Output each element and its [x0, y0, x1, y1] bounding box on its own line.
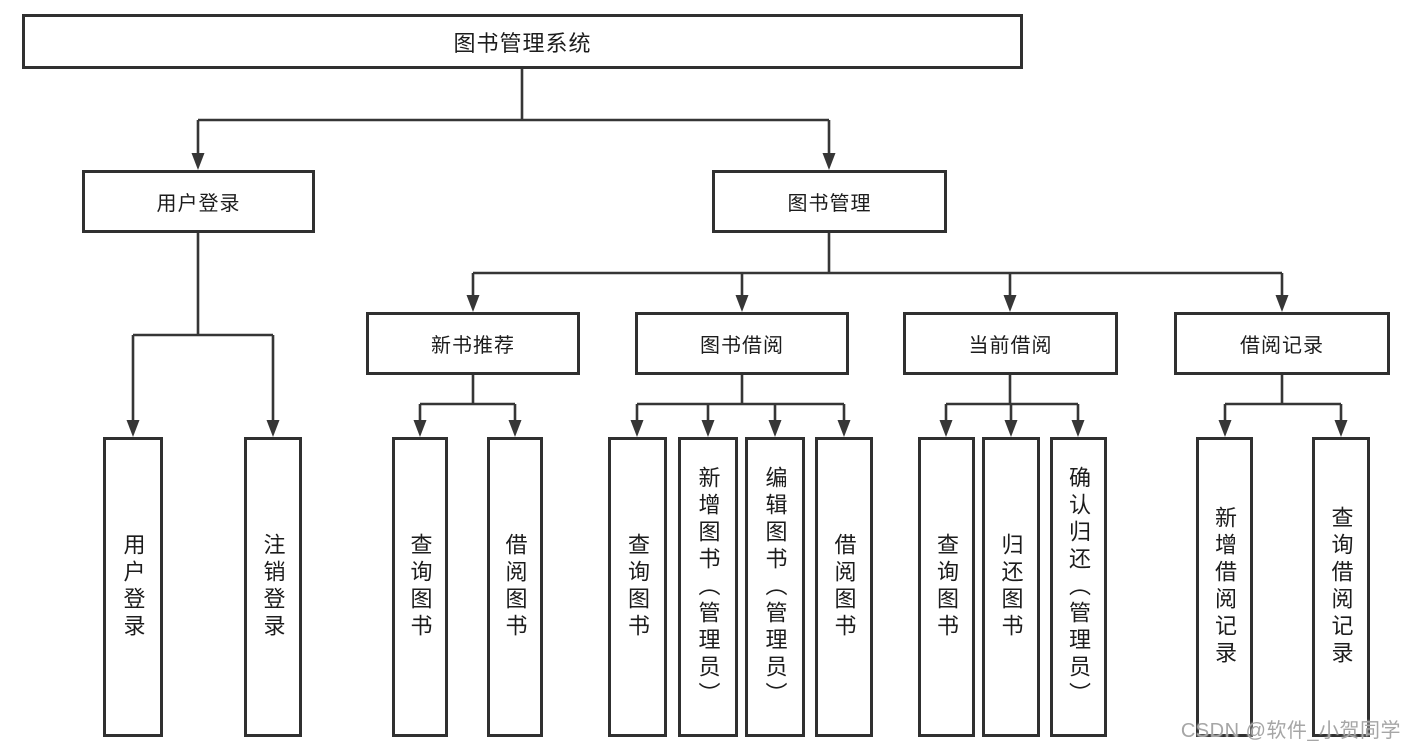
node-module-new-book-recommendation: 新书推荐 [366, 312, 580, 375]
node-leaf-borrow-query-book: 查询图书 [608, 437, 667, 737]
node-leaf-borrow-edit-book-admin: 编辑图书（管理员） [745, 437, 805, 737]
node-root-system: 图书管理系统 [22, 14, 1023, 69]
connector-record-group [1223, 375, 1343, 423]
arrow-down-icon [1003, 295, 1017, 312]
connector-newbook-group [418, 375, 517, 423]
arrow-down-icon [1218, 420, 1232, 437]
arrow-down-icon [413, 420, 427, 437]
node-leaf-newbook-query-book: 查询图书 [392, 437, 448, 737]
node-module-current-borrowing: 当前借阅 [903, 312, 1118, 375]
node-branch-book-management: 图书管理 [712, 170, 947, 233]
arrow-down-icon [701, 420, 715, 437]
arrow-down-icon [126, 420, 140, 437]
connector-root [196, 67, 831, 156]
connector-borrow-group [635, 375, 846, 423]
node-leaf-current-query-book: 查询图书 [918, 437, 975, 737]
node-module-book-borrowing: 图书借阅 [635, 312, 849, 375]
arrow-down-icon [466, 295, 480, 312]
arrow-down-icon [768, 420, 782, 437]
arrow-down-icon [939, 420, 953, 437]
node-branch-user-login: 用户登录 [82, 170, 315, 233]
connector-user-branch [131, 233, 275, 423]
arrow-down-icon [1334, 420, 1348, 437]
arrow-down-icon [1071, 420, 1085, 437]
arrow-down-icon [266, 420, 280, 437]
connector-book-branch [471, 233, 1284, 298]
node-leaf-records-add-record: 新增借阅记录 [1196, 437, 1253, 737]
arrow-down-icon [630, 420, 644, 437]
node-leaf-logout: 注销登录 [244, 437, 302, 737]
node-leaf-borrow-borrow-book: 借阅图书 [815, 437, 873, 737]
arrow-down-icon [508, 420, 522, 437]
node-leaf-current-return-book: 归还图书 [982, 437, 1040, 737]
node-module-borrowing-records: 借阅记录 [1174, 312, 1390, 375]
node-leaf-records-query-record: 查询借阅记录 [1312, 437, 1370, 737]
node-leaf-borrow-add-book-admin: 新增图书（管理员） [678, 437, 738, 737]
arrow-down-icon [191, 153, 205, 170]
arrow-down-icon [837, 420, 851, 437]
arrow-down-icon [822, 153, 836, 170]
arrow-down-icon [1275, 295, 1289, 312]
node-leaf-current-confirm-return-admin: 确认归还（管理员） [1050, 437, 1107, 737]
arrowheads [126, 153, 1348, 437]
node-leaf-newbook-borrow-book: 借阅图书 [487, 437, 543, 737]
arrow-down-icon [1004, 420, 1018, 437]
watermark: CSDN @软件_小贺同学 [1180, 720, 1401, 742]
arrow-down-icon [735, 295, 749, 312]
node-leaf-user-login: 用户登录 [103, 437, 163, 737]
connector-current-group [944, 375, 1080, 423]
